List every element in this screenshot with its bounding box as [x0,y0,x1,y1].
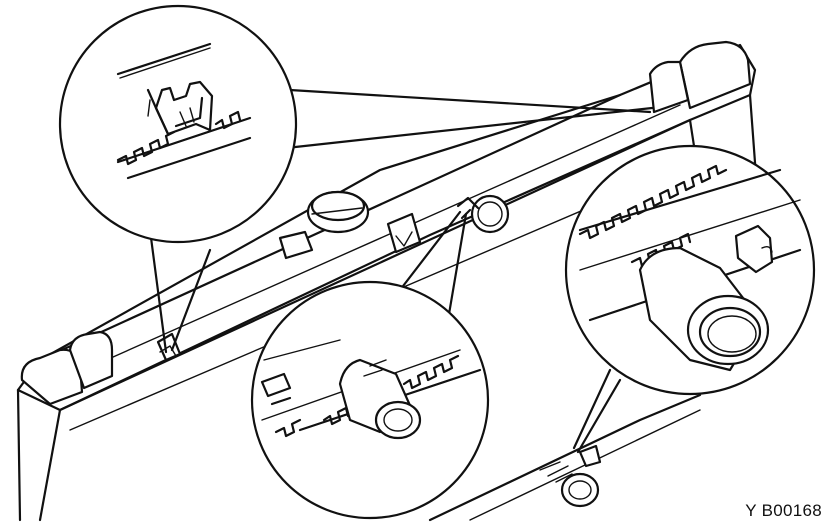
figure-code: Y B00168 [745,501,822,521]
figure-prefix-mark: Y [745,501,757,520]
upper-inlet-pipe [456,194,510,234]
callout-detail-top-clip [58,4,654,354]
radiator-body [16,40,762,522]
figure-code-text: B00168 [761,501,822,520]
tank-clip-center [386,212,422,254]
radiator-cap [278,190,370,260]
lower-outlet-pipe [428,393,702,522]
callout-detail-inlet-pipe [250,210,490,520]
callout-detail-outlet-pipe [564,144,816,454]
